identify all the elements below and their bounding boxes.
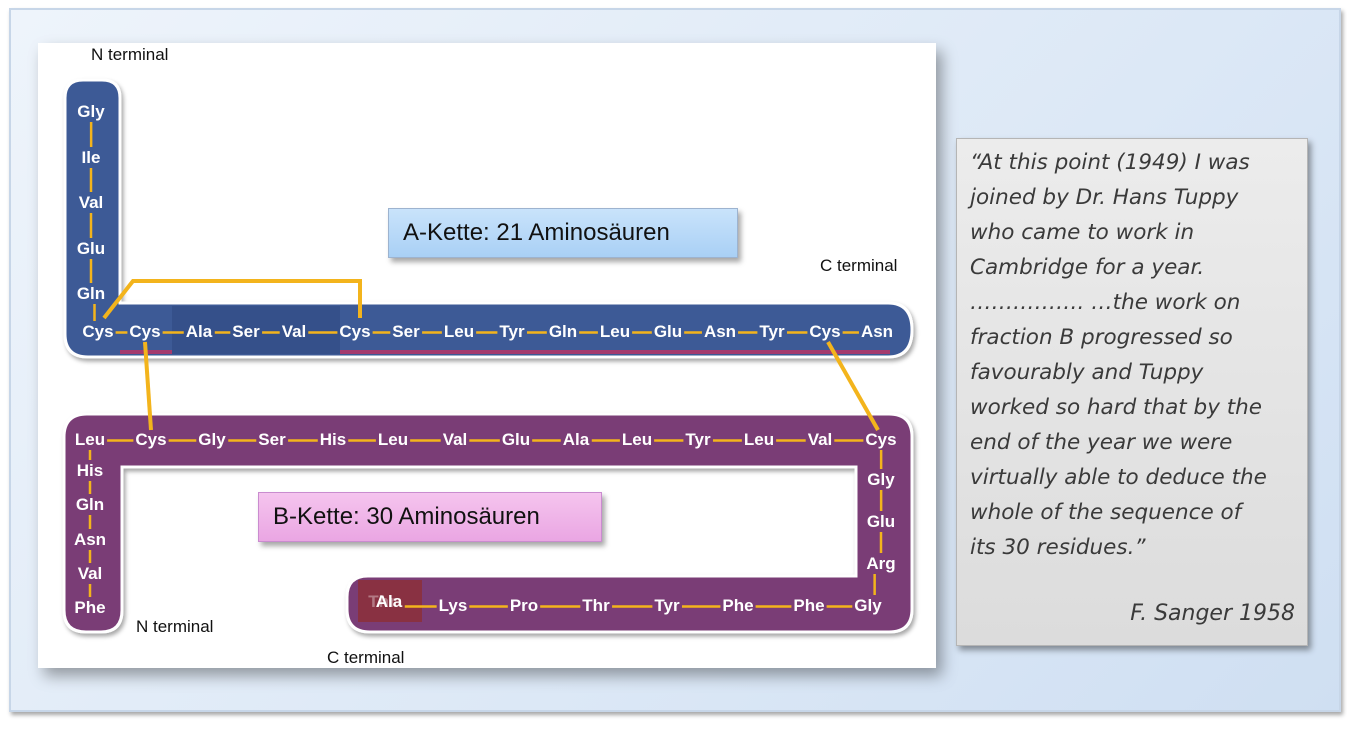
residue-b7: Cys [135, 430, 166, 449]
residue-b30: Ala [376, 592, 403, 611]
residue-b8: Gly [198, 430, 226, 449]
residue-a7: Cys [129, 322, 160, 341]
residue-b20: Gly [867, 470, 895, 489]
residue-b26: Tyr [654, 596, 680, 615]
residue-b28: Pro [510, 596, 538, 615]
chain-b-residues: Phe Val Asn Gln His Leu Cys Gly Ser His … [74, 430, 897, 617]
residue-a5: Gln [77, 284, 105, 303]
residue-a20: Cys [809, 322, 840, 341]
disulfide-bridge-a20-b19 [826, 341, 880, 431]
residue-a16: Leu [600, 322, 630, 341]
residue-a19: Tyr [759, 322, 785, 341]
peptide-bonds [88, 122, 883, 608]
residue-b9: Ser [258, 430, 286, 449]
chain-a-band [63, 78, 914, 359]
chain-b-end-overlay [358, 580, 422, 622]
chain-a-residues: Gly Ile Val Glu Gln Cys Cys Ala Ser Val … [77, 102, 893, 341]
residue-b5: His [77, 461, 103, 480]
residue-a11: Cys [339, 322, 370, 341]
residue-a3: Val [79, 193, 104, 212]
residue-b3: Asn [74, 530, 106, 549]
residue-a13: Leu [444, 322, 474, 341]
residue-a9: Ser [232, 322, 260, 341]
chain-b-c-terminal-label: C terminal [327, 648, 404, 667]
residue-b17: Leu [744, 430, 774, 449]
residue-b16: Tyr [685, 430, 711, 449]
chain-b-n-terminal-label: N terminal [136, 617, 213, 636]
chain-a-highlight [172, 306, 340, 354]
chain-a-c-terminal-label: C terminal [820, 256, 897, 275]
chain-a-n-terminal-label: N terminal [91, 45, 168, 64]
chain-b-label: B-Kette: 30 Aminosäuren [258, 492, 602, 542]
quote-text: “At this point (1949) I was joined by Dr… [970, 150, 1267, 560]
residue-b11: Leu [378, 430, 408, 449]
residue-b30-overlay-text: Thr [368, 592, 396, 611]
chain-b-label-text: B-Kette: 30 Aminosäuren [273, 503, 540, 530]
chain-a-label: A-Kette: 21 Aminosäuren [388, 208, 738, 258]
residue-b25: Phe [722, 596, 753, 615]
residue-a6: Cys [82, 322, 113, 341]
residue-b13: Glu [502, 430, 530, 449]
residue-b27: Thr [582, 596, 610, 615]
residue-a10: Val [282, 322, 307, 341]
residue-b2: Val [78, 564, 103, 583]
sanger-quote-box: “At this point (1949) I was joined by Dr… [956, 138, 1308, 646]
residue-a15: Gln [549, 322, 577, 341]
residue-a21: Asn [861, 322, 893, 341]
chain-a-label-text: A-Kette: 21 Aminosäuren [403, 219, 670, 246]
residue-a14: Tyr [499, 322, 525, 341]
residue-b22: Arg [866, 554, 895, 573]
residue-a12: Ser [392, 322, 420, 341]
quote-author: F. Sanger 1958 [1130, 601, 1295, 626]
chain-b-band [62, 412, 914, 634]
residue-b29: Lys [439, 596, 468, 615]
residue-a2: Ile [82, 148, 101, 167]
disulfide-bridge-a7-b7 [143, 341, 153, 431]
residue-b4: Gln [76, 495, 104, 514]
residue-b1: Phe [74, 598, 105, 617]
residue-b14: Ala [563, 430, 590, 449]
residue-b10: His [320, 430, 346, 449]
residue-b24: Phe [793, 596, 824, 615]
residue-b15: Leu [622, 430, 652, 449]
residue-b23: Gly [854, 596, 882, 615]
residue-b18: Val [808, 430, 833, 449]
residue-a17: Glu [654, 322, 682, 341]
residue-b12: Val [443, 430, 468, 449]
residue-a4: Glu [77, 239, 105, 258]
residue-a1: Gly [77, 102, 105, 121]
residue-b19: Cys [865, 430, 896, 449]
residue-a8: Ala [186, 322, 213, 341]
disulfide-bridge-a6-a11 [102, 279, 362, 320]
residue-b21: Glu [867, 512, 895, 531]
residue-a18: Asn [704, 322, 736, 341]
residue-b6: Leu [75, 430, 105, 449]
